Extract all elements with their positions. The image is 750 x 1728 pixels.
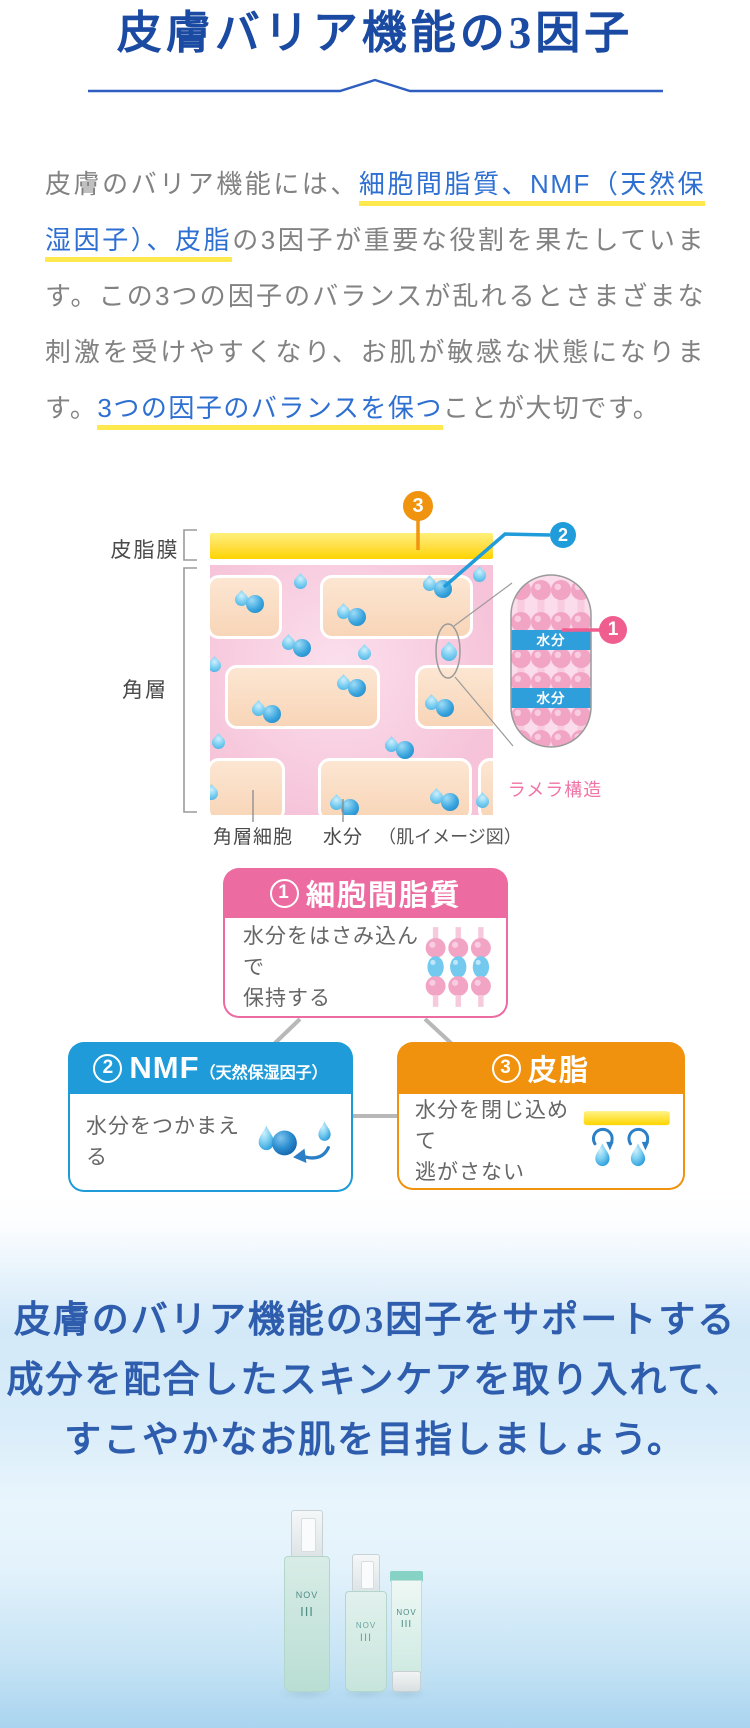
moisture-drop: [334, 674, 367, 700]
factor2-header: 2 NMF （天然保湿因子）: [68, 1042, 353, 1094]
product3-crimp: [390, 1571, 423, 1582]
factor3-header: 3 皮脂: [397, 1042, 685, 1094]
product-shot: NOV III NOV III NOV III: [272, 1510, 432, 1702]
water-band-label: 水分: [536, 690, 566, 706]
product1-line-label: III: [300, 1604, 314, 1619]
product2-cap: [352, 1554, 380, 1593]
product1-brand-label: NOV: [295, 1590, 319, 1600]
skin-diagram: 皮脂膜 角層 水分水分: [0, 410, 750, 855]
marker-3-sebum: 3: [403, 491, 433, 521]
moisture-drop: [422, 694, 455, 720]
moisture-drop: [249, 700, 282, 726]
factor2-title: NMF: [129, 1050, 200, 1085]
intro-paragraph: 皮膚のバリア機能には、細胞間脂質、NMF（天然保湿因子）、皮脂の3因子が重要な役…: [45, 156, 705, 436]
intro-section: 皮膚のバリア機能には、細胞間脂質、NMF（天然保湿因子）、皮脂の3因子が重要な役…: [0, 120, 750, 430]
marker-2-nmf: 2: [550, 522, 576, 548]
moisture-drop: [420, 575, 453, 601]
sebum-seal-icon: [583, 1111, 670, 1167]
moisture-drop: [427, 788, 460, 814]
moisture-drop: [291, 573, 310, 592]
title-section: 皮膚バリア機能の3因子: [0, 0, 750, 120]
connector-lines: [272, 1017, 454, 1118]
factor1-description: 水分をはさみ込んで保持する: [243, 924, 419, 1010]
factor3-number-badge: 3: [491, 1053, 521, 1083]
lipid-sandwich-icon: [425, 927, 491, 1007]
factor1-body: 水分をはさみ込んで保持する: [223, 918, 508, 1018]
factor3-title: 皮脂: [527, 1055, 590, 1087]
label-sebum-film: 皮脂膜: [110, 539, 180, 562]
product3-cap: [392, 1671, 421, 1692]
stratum-corneum-block: [210, 565, 493, 815]
factor1-title: 細胞間脂質: [305, 880, 461, 912]
corneocyte-cell: [210, 758, 285, 815]
title-underline-decoration: [87, 78, 663, 93]
factor2-body: 水分をつかまえる: [68, 1094, 353, 1192]
product1-cap: [291, 1510, 323, 1558]
moisture-drop: [334, 603, 367, 629]
label-moisture: 水分: [322, 827, 363, 848]
intro-text: ことが大切です。: [442, 393, 661, 423]
moisture-drop: [210, 656, 224, 675]
moisture-drop: [470, 566, 489, 585]
label-stratum-corneum: 角層: [122, 679, 168, 702]
product3-brand-label: NOV: [396, 1608, 417, 1617]
product2-brand-label: NOV: [355, 1621, 377, 1630]
intro-highlight: 細胞間脂質、NMF（天然保湿因子）、皮脂: [45, 169, 705, 262]
product3-line-label: III: [400, 1619, 413, 1630]
moisture-drop: [232, 590, 265, 616]
water-band-label: 水分: [536, 632, 566, 648]
moisture-drop: [355, 644, 374, 663]
factor-boxes: 1 細胞間脂質 水分をはさみ込んで保持する 2 NMF （天然保湿因子） 水分を…: [0, 855, 750, 1195]
cta-line: 皮膚のバリア機能の3因子をサポートする: [13, 1300, 737, 1341]
moisture-drop: [327, 794, 360, 815]
page-title: 皮膚バリア機能の3因子: [116, 8, 634, 58]
cta-line: 成分を配合したスキンケアを取り入れて、: [6, 1360, 744, 1401]
cta-section: 皮膚のバリア機能の3因子をサポートする 成分を配合したスキンケアを取り入れて、 …: [0, 1195, 750, 1728]
moisture-drop: [382, 736, 415, 762]
factor3-description: 水分を閉じ込めて逃がさない: [415, 1098, 569, 1184]
product3-tube: NOV III: [391, 1580, 422, 1673]
factor-card-sebum: 3 皮脂 水分を閉じ込めて逃がさない: [397, 1042, 685, 1190]
diagram-caption: （肌イメージ図）: [378, 827, 522, 847]
label-corneocyte: 角層細胞: [212, 827, 293, 848]
factor2-number-badge: 2: [93, 1053, 123, 1083]
intro-text: の3因子が重要な役割を果たしています。この3つの因子のバランスが乱れるとさまざま…: [45, 225, 705, 423]
marker-1-lipids: 1: [599, 616, 627, 644]
factor2-subtitle: （天然保湿因子）: [199, 1065, 328, 1082]
label-lamellar-structure: ラメラ構造: [507, 780, 603, 800]
moisture-drop: [437, 641, 461, 665]
product2-line-label: III: [359, 1632, 373, 1644]
product1-bottle: NOV III: [284, 1556, 330, 1692]
factor1-header: 1 細胞間脂質: [223, 868, 508, 918]
intro-highlight: 3つの因子のバランスを保つ: [97, 393, 443, 430]
moisture-drop: [279, 634, 312, 660]
product2-bottle: NOV III: [345, 1591, 387, 1692]
water-catch-icon: [258, 1121, 331, 1163]
corneocyte-cell: [225, 665, 380, 729]
moisture-drop: [210, 733, 228, 752]
sebum-film-bar: [210, 533, 493, 559]
cta-line: すこやかなお肌を目指しましょう。: [64, 1420, 686, 1461]
factor-card-intercellular-lipids: 1 細胞間脂質 水分をはさみ込んで保持する: [223, 868, 508, 1018]
intro-text: 皮膚のバリア機能には、: [45, 169, 359, 199]
factor1-number-badge: 1: [269, 878, 299, 908]
factor3-body: 水分を閉じ込めて逃がさない: [397, 1094, 685, 1190]
factor2-description: 水分をつかまえる: [86, 1115, 240, 1169]
factor-card-nmf: 2 NMF （天然保湿因子） 水分をつかまえる: [68, 1042, 353, 1192]
cta-message: 皮膚のバリア機能の3因子をサポートする 成分を配合したスキンケアを取り入れて、 …: [0, 1291, 750, 1471]
